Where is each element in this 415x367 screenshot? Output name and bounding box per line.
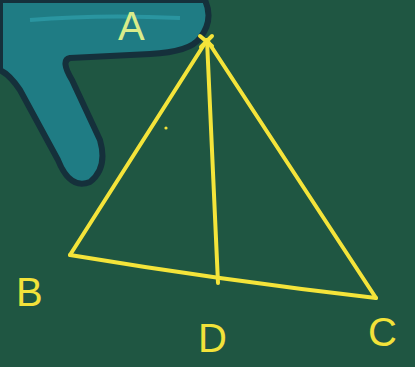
pointer-hand (0, 0, 209, 184)
vertex-label: B (16, 272, 43, 312)
side-ab (70, 40, 207, 255)
side-bc (70, 255, 376, 298)
triangle-lines (70, 36, 376, 298)
vertex-mark (200, 36, 212, 47)
hand-highlight (30, 16, 180, 20)
vertex-label: C (368, 312, 397, 352)
vertex-label: D (198, 318, 227, 358)
side-ac (207, 40, 376, 298)
chalk-dot (164, 126, 167, 129)
segment-ad (207, 40, 218, 283)
vertex-label: A (118, 6, 145, 46)
